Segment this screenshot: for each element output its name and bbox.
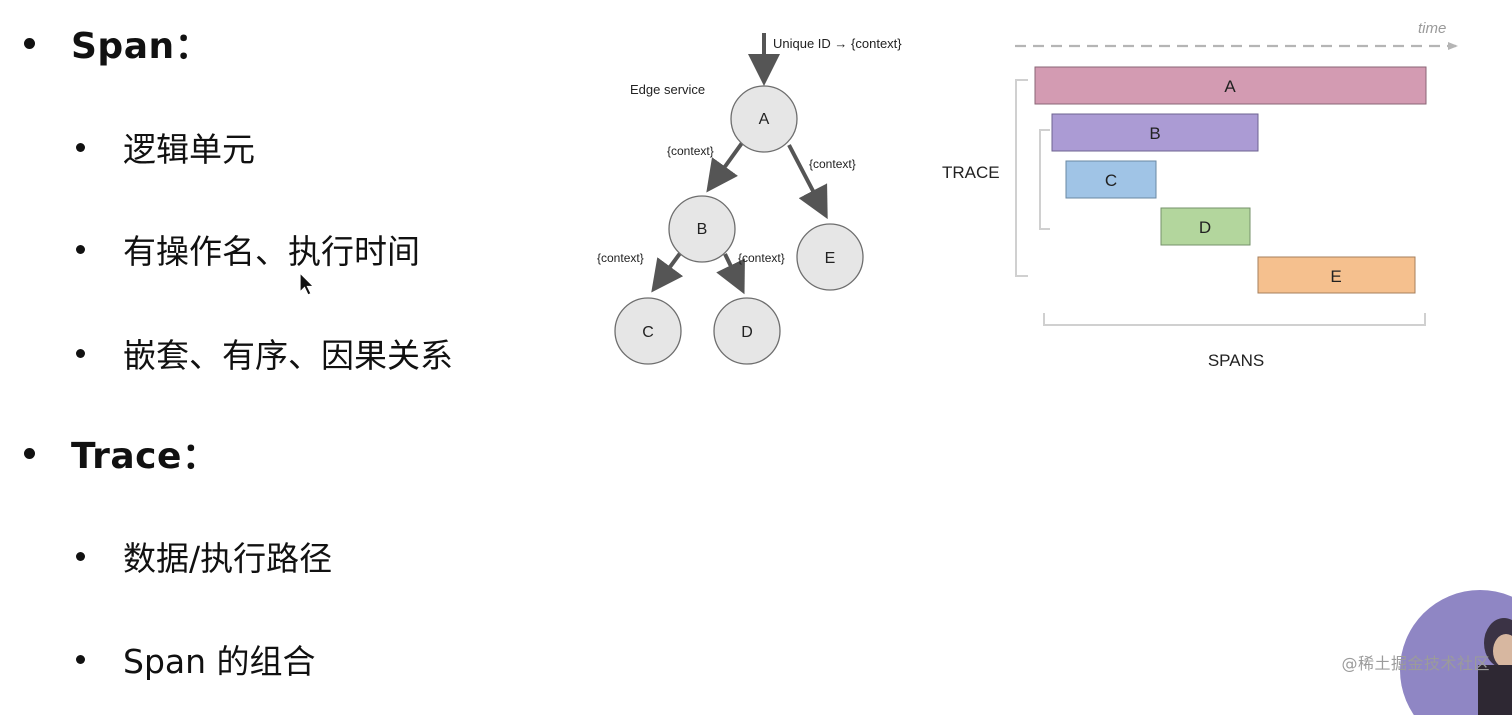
bullet-icon bbox=[76, 142, 85, 152]
edge-b-c bbox=[651, 250, 684, 293]
tree-node-b: B bbox=[668, 195, 736, 263]
span-bar-label: B bbox=[1149, 124, 1160, 143]
span-bar-label: E bbox=[1330, 267, 1341, 286]
outline-subitem: 数据/执行路径 bbox=[76, 533, 332, 579]
incoming-label: Unique ID → {context} bbox=[773, 36, 902, 51]
trace-bracket-inner bbox=[1039, 129, 1050, 230]
tree-node-label: B bbox=[697, 221, 708, 238]
trace-bracket-outer bbox=[1015, 79, 1028, 277]
time-label: time bbox=[1418, 20, 1446, 37]
tree-node-label: D bbox=[741, 324, 753, 341]
tree-node-label: C bbox=[642, 324, 654, 341]
outline-item-trace: Trace： bbox=[24, 430, 219, 477]
tree-node-e: E bbox=[796, 223, 864, 291]
outline-subitem-text: 有操作名、执行时间 bbox=[123, 232, 420, 271]
outline-subitem-text: 数据/执行路径 bbox=[123, 539, 333, 578]
bullet-icon bbox=[24, 37, 35, 49]
span-bar-d: D bbox=[1160, 207, 1251, 246]
edge-label-b-d: {context} bbox=[738, 251, 785, 265]
span-bar-c: C bbox=[1065, 160, 1157, 199]
span-bar-label: A bbox=[1224, 77, 1236, 96]
span-bar-e: E bbox=[1257, 256, 1416, 294]
bullet-icon bbox=[76, 551, 85, 561]
bullet-icon bbox=[76, 348, 85, 358]
outline-subitem-text: 嵌套、有序、因果关系 bbox=[123, 336, 453, 375]
edge-service-label: Edge service bbox=[630, 82, 705, 97]
spans-bracket bbox=[1043, 313, 1426, 326]
edge-label-a-e: {context} bbox=[809, 157, 856, 171]
outline-subitem-text: 逻辑单元 bbox=[123, 130, 255, 169]
outline-subitem: 嵌套、有序、因果关系 bbox=[76, 330, 453, 376]
outline-subitem: 有操作名、执行时间 bbox=[76, 226, 420, 272]
tree-diagram: Unique ID → {context} Edge service {cont… bbox=[597, 33, 902, 365]
outline-heading: Trace： bbox=[71, 436, 219, 477]
edge-b-d bbox=[716, 253, 745, 295]
tree-node-label: E bbox=[825, 250, 836, 267]
edge-a-e bbox=[787, 144, 828, 220]
outline-subitem-text: Span 的组合 bbox=[123, 642, 316, 681]
tree-node-label: A bbox=[759, 111, 770, 128]
bullet-icon bbox=[76, 654, 85, 664]
span-bar-label: C bbox=[1105, 171, 1117, 190]
tree-node-a: A bbox=[730, 85, 798, 153]
span-bar-label: D bbox=[1199, 218, 1211, 237]
trace-label: TRACE bbox=[942, 163, 1000, 182]
outline-subitem: Span 的组合 bbox=[76, 636, 316, 682]
tree-node-d: D bbox=[713, 297, 781, 365]
outline-item-span: Span： bbox=[24, 20, 212, 67]
edge-label-a-b: {context} bbox=[667, 144, 714, 158]
watermark: @稀土掘金技术社区 bbox=[1341, 654, 1490, 673]
outline-subitem: 逻辑单元 bbox=[76, 124, 255, 170]
timeline-diagram: time TRACE A B C D E SPANS bbox=[942, 20, 1458, 370]
bullet-icon bbox=[76, 244, 85, 254]
tree-node-c: C bbox=[614, 297, 682, 365]
mouse-cursor-icon bbox=[299, 272, 315, 296]
spans-label: SPANS bbox=[1208, 351, 1264, 370]
bullet-icon bbox=[24, 447, 35, 459]
span-bar-a: A bbox=[1034, 66, 1427, 105]
outline-heading: Span： bbox=[71, 26, 212, 67]
span-bar-b: B bbox=[1051, 113, 1259, 152]
edge-label-b-c: {context} bbox=[597, 251, 644, 265]
edge-a-b bbox=[706, 141, 744, 193]
